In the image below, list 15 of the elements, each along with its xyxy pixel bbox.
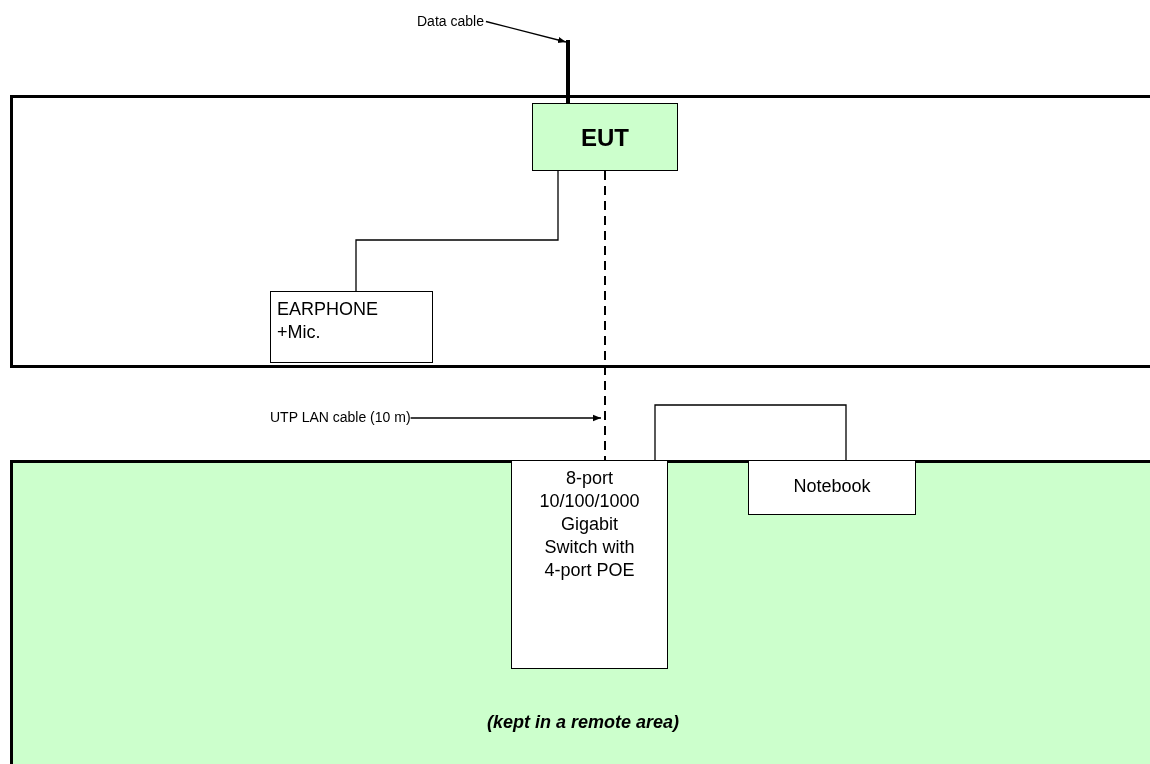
bench-area <box>10 95 1150 368</box>
leader-line <box>485 20 567 44</box>
cable-line <box>604 170 606 461</box>
cable-line <box>566 40 570 103</box>
device-box: 8-port 10/100/1000 Gigabit Switch with 4-port POE <box>511 460 668 669</box>
leader-line <box>409 414 602 422</box>
callout-label: UTP LAN cable (10 m) <box>270 406 411 429</box>
device-box: Notebook <box>748 460 916 515</box>
cable-line <box>355 170 559 292</box>
equipment-box: EUT <box>532 103 678 171</box>
device-box: EARPHONE +Mic. <box>270 291 433 363</box>
remote-area <box>10 460 1150 764</box>
callout-label: Data cable <box>417 10 484 33</box>
cable-line <box>654 404 847 461</box>
area-note: (kept in a remote area) <box>485 711 681 734</box>
